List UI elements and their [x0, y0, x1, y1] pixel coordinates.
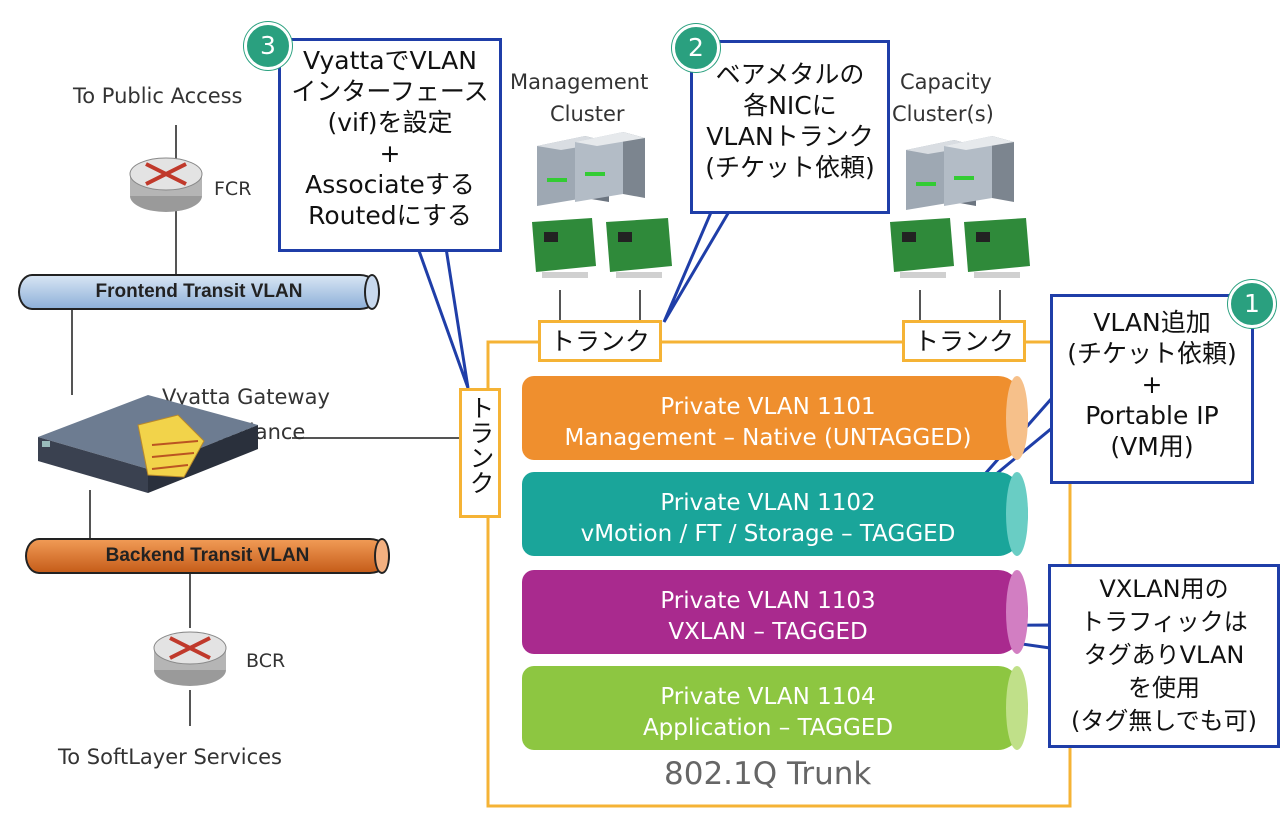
- callout-2-line-1: ベアメタルの: [715, 60, 865, 89]
- vlan-1103-title: Private VLAN 1103: [660, 588, 876, 614]
- bcr-router-icon: [153, 631, 227, 686]
- callout-vxlan-traffic: VXLAN用の トラフィックは タグありVLAN を使用 (タグ無しでも可): [1048, 564, 1280, 748]
- trunk-label-vertical: トランク: [459, 388, 501, 518]
- backend-transit-label: Backend Transit VLAN: [105, 545, 310, 566]
- capacity-cluster-label-1: Capacity: [900, 70, 992, 94]
- gateway-appliance-icon: [38, 395, 258, 493]
- management-nic-cards-icon: [532, 218, 672, 278]
- capacity-nic-cards-icon: [890, 218, 1030, 278]
- trunk-label-vertical-text: トランク: [466, 395, 495, 495]
- callout-3-line-6: Routedにする: [308, 201, 472, 230]
- vlan-1104-pipe-cap: [1006, 666, 1028, 750]
- callout-1-line-1: VLAN追加: [1093, 308, 1211, 337]
- callout-1-line-4: Portable IP: [1085, 401, 1219, 430]
- callout-4-line-2: トラフィックは: [1080, 608, 1248, 636]
- callout-4-line-5: (タグ無しでも可): [1070, 707, 1257, 735]
- management-cluster-label-1: Management: [510, 70, 649, 94]
- vlan-1103-pipe-cap: [1006, 570, 1028, 654]
- management-server-icon: [537, 132, 645, 206]
- vlan-1102-title: Private VLAN 1102: [660, 490, 876, 516]
- callout-2-line-2: 各NICに: [743, 91, 837, 120]
- callout-2-line-3: VLANトランク: [706, 122, 874, 151]
- capacity-cluster-label-2: Cluster(s): [892, 102, 994, 126]
- public-access-label: To Public Access: [73, 84, 243, 108]
- vlan-1102-pipe: Private VLAN 1102 vMotion / FT / Storage…: [522, 472, 1028, 556]
- step-3-badge: 3: [244, 22, 292, 70]
- callout-3-line-4: +: [379, 139, 401, 168]
- vlan-1104-title: Private VLAN 1104: [660, 684, 876, 710]
- vlan-1103-pipe: Private VLAN 1103 VXLAN – TAGGED: [522, 570, 1028, 654]
- callout-3-line-2: インターフェース: [291, 77, 489, 106]
- callout-4-line-1: VXLAN用の: [1099, 575, 1229, 603]
- vlan-1101-desc: Management – Native (UNTAGGED): [564, 425, 972, 451]
- callout-1-line-3: +: [1141, 370, 1163, 399]
- callout-vlan-add: VLAN追加 (チケット依頼) + Portable IP (VM用): [1050, 294, 1254, 484]
- vlan-1104-pipe: Private VLAN 1104 Application – TAGGED: [522, 666, 1028, 750]
- callout-baremetal-nic: ベアメタルの 各NICに VLANトランク (チケット依頼): [690, 40, 890, 214]
- fcr-router-icon: [129, 157, 203, 212]
- capacity-server-icon: [906, 136, 1014, 210]
- callout-1-line-5: (VM用): [1110, 432, 1194, 461]
- vlan-1101-title: Private VLAN 1101: [660, 394, 876, 420]
- step-1-badge: 1: [1228, 280, 1276, 328]
- step-2-badge: 2: [672, 24, 720, 72]
- vlan-1101-pipe: Private VLAN 1101 Management – Native (U…: [522, 376, 1028, 460]
- frontend-pipe-cap: [364, 274, 380, 310]
- bcr-label: BCR: [246, 650, 286, 672]
- vlan-1102-pipe-cap: [1006, 472, 1028, 556]
- callout-3-line-3: (vif)を設定: [327, 108, 453, 137]
- gateway-label-line1: Vyatta Gateway: [162, 385, 330, 409]
- callout-4-line-3: タグありVLAN: [1083, 641, 1245, 669]
- callout-vyatta-vif: VyattaでVLAN インターフェース (vif)を設定 + Associat…: [278, 38, 502, 252]
- callout-4-line-4: を使用: [1128, 674, 1200, 702]
- management-cluster-label-2: Cluster: [550, 102, 625, 126]
- vlan-1101-pipe-cap: [1006, 376, 1028, 460]
- fcr-label: FCR: [214, 178, 252, 200]
- trunk-label-left: トランク: [538, 320, 662, 362]
- backend-transit-vlan: Backend Transit VLAN: [25, 538, 390, 574]
- dot1q-trunk-label: 802.1Q Trunk: [664, 756, 872, 792]
- callout-1-line-2: (チケット依頼): [1067, 339, 1237, 368]
- vlan-1104-desc: Application – TAGGED: [642, 715, 894, 741]
- vlan-1103-desc: VXLAN – TAGGED: [668, 619, 868, 645]
- callout-2-line-4: (チケット依頼): [705, 153, 875, 182]
- callout-3-line-1: VyattaでVLAN: [303, 46, 477, 75]
- softlayer-label: To SoftLayer Services: [58, 745, 282, 769]
- trunk-label-right: トランク: [902, 320, 1026, 362]
- frontend-transit-vlan: Frontend Transit VLAN: [18, 274, 380, 310]
- vlan-1102-desc: vMotion / FT / Storage – TAGGED: [580, 521, 956, 547]
- callout-3-line-5: Associateする: [305, 170, 475, 199]
- backend-pipe-cap: [374, 538, 390, 574]
- frontend-transit-label: Frontend Transit VLAN: [95, 281, 303, 302]
